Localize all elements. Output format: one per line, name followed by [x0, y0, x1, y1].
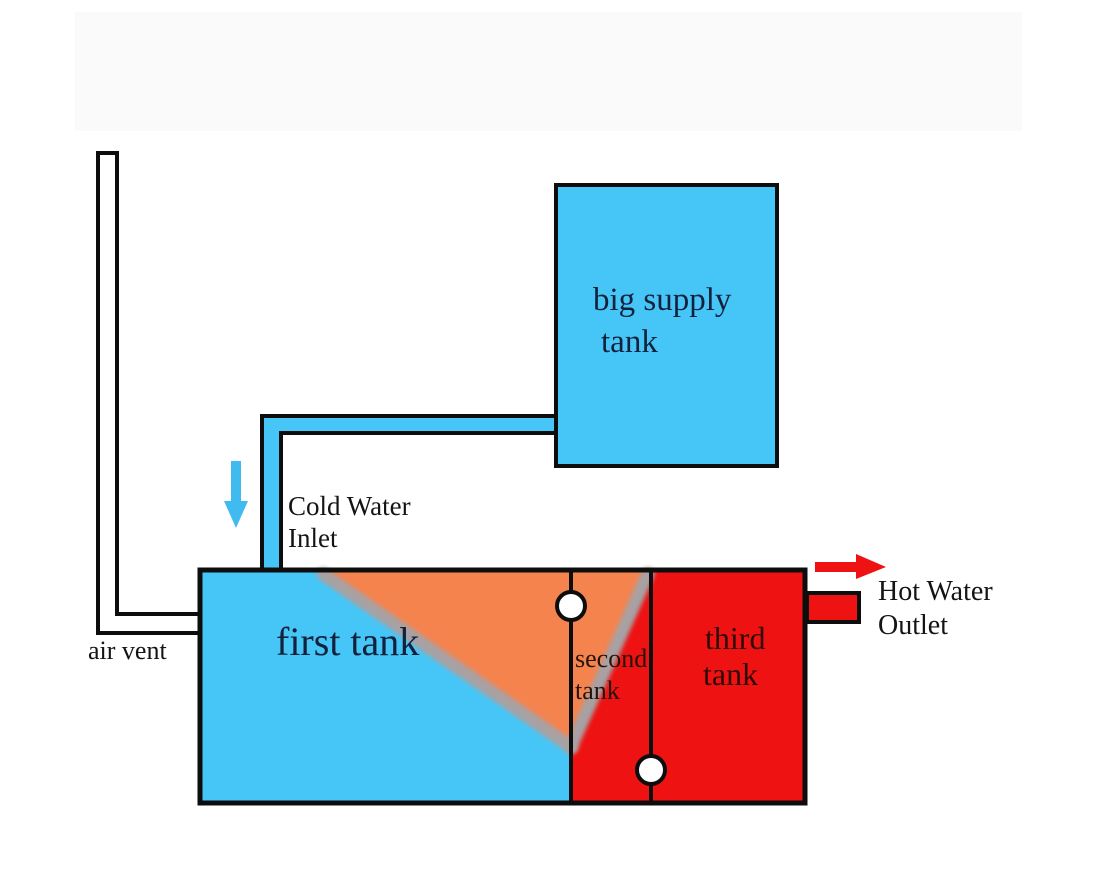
top-panel	[75, 12, 1022, 131]
big-supply-tank-label-line1: big supply	[593, 282, 732, 318]
air-vent-pipe	[96, 151, 204, 635]
hot-water-outlet-label-line2: Outlet	[878, 610, 948, 641]
thermocline-right	[564, 567, 655, 754]
second-tank-label-line1: second	[575, 644, 647, 673]
cold-water-inlet-label-line2: Inlet	[288, 523, 338, 553]
third-tank-label-line1: third	[705, 620, 765, 656]
hot-water-arrow-icon	[815, 554, 886, 579]
divider-hole-top	[555, 590, 587, 622]
cold-water-arrow-icon	[224, 461, 248, 528]
first-tank-label: first tank	[276, 619, 419, 664]
cold-water-inlet-label-line1: Cold Water	[288, 491, 411, 521]
hot-water-outlet-pipe	[805, 591, 861, 624]
big-supply-tank-label-line2: tank	[601, 324, 658, 360]
air-vent-label: air vent	[88, 636, 167, 665]
third-tank-label-line2: tank	[703, 656, 758, 692]
main-tank-border	[197, 567, 808, 806]
divider-hole-bottom	[635, 754, 667, 786]
big-supply-tank	[554, 183, 779, 468]
hot-water-outlet-label-line1: Hot Water	[878, 576, 993, 607]
thermocline-left	[316, 567, 578, 754]
second-tank-label-line2: tank	[575, 676, 620, 705]
